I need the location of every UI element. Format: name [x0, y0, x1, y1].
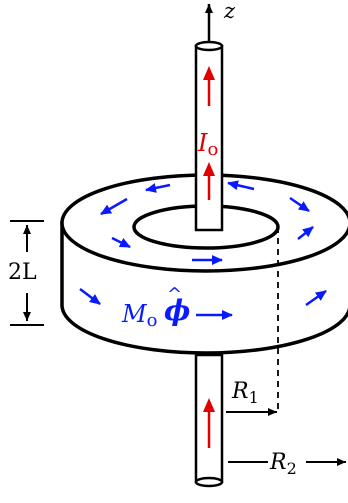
- unit-vector-phi: ϕ: [164, 294, 190, 327]
- magnetization-arrows-top: [100, 180, 314, 265]
- current-arrows: [203, 66, 215, 448]
- z-axis-label: z: [223, 0, 236, 23]
- height-dimension: [10, 220, 44, 326]
- unit-vector-hat: ^: [167, 284, 182, 305]
- height-label: 2L: [8, 260, 37, 285]
- current-label: Io: [197, 129, 218, 160]
- wire-bottom: [194, 353, 224, 488]
- magnetization-label: Mo: [121, 300, 157, 331]
- outer-radius-label: R2: [269, 450, 297, 478]
- magnetization-arrows-side: [79, 288, 327, 320]
- inner-radius-label: R1: [231, 379, 259, 407]
